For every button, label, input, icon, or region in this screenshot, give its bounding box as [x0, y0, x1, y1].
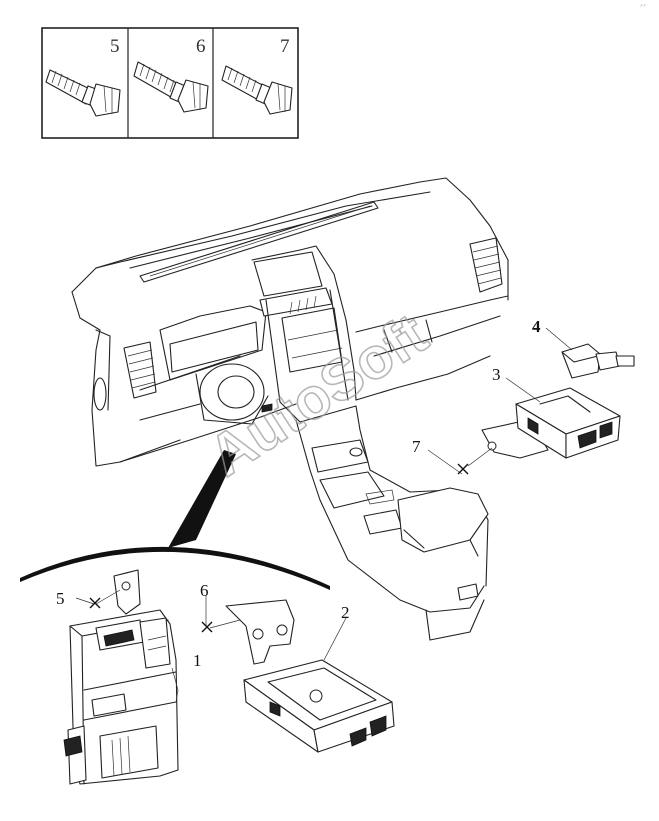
- control-module-1: [63, 569, 179, 785]
- x-mark-7: [457, 463, 469, 475]
- legend-number-6: 6: [196, 36, 206, 57]
- fastener-legend: 5 6 7: [41, 27, 299, 139]
- x-mark-5: [89, 597, 101, 609]
- callout-7: 7: [412, 437, 421, 456]
- control-module-2: [225, 599, 395, 753]
- callout-2: 2: [341, 603, 350, 622]
- detail-callout-arc: [20, 450, 330, 590]
- callout-1: 1: [193, 651, 202, 670]
- callout-6: 6: [200, 581, 209, 600]
- sensor-4: [561, 343, 635, 379]
- bolt-6-icon: [133, 61, 209, 113]
- callout-5: 5: [56, 589, 65, 608]
- x-mark-6: [201, 621, 213, 633]
- leader-lines: [75, 327, 573, 703]
- legend-number-7: 7: [280, 36, 290, 57]
- bolt-5-icon: [45, 69, 121, 117]
- callout-3: 3: [492, 365, 501, 384]
- legend-number-5: 5: [110, 36, 120, 57]
- callout-4: 4: [532, 317, 541, 336]
- control-module-3: [481, 387, 621, 459]
- corner-mark: ᐟᐟ: [640, 4, 646, 11]
- dashboard-drawing: [71, 177, 509, 641]
- bolt-7-icon: [221, 65, 293, 115]
